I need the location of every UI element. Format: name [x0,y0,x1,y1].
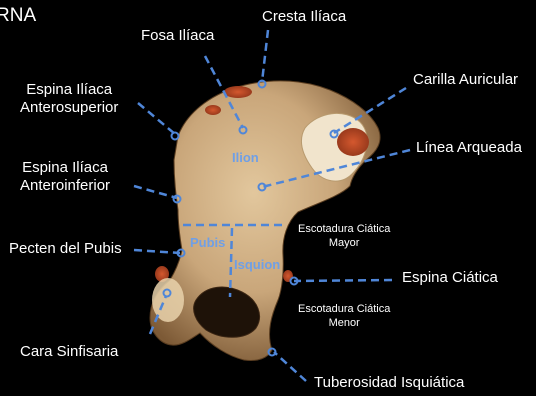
leader-tuber [274,352,306,381]
red-patch [337,128,369,156]
label-line: Espina Ilíaca [20,159,110,177]
label-line: Menor [298,316,390,330]
leader-pecten [134,250,180,253]
label-linea-arqueada: Línea Arqueada [416,139,522,157]
header-title-fragment: RNA [0,7,36,25]
red-patch [205,105,221,115]
label-line: Escotadura Ciática [298,302,390,316]
label-line: Anterosuperior [20,99,118,117]
label-pecten-pubis: Pecten del Pubis [9,240,122,258]
label-cara-sinfisaria: Cara Sinfisaria [20,343,118,361]
region-pubis: Pubis [190,235,225,250]
label-fosa-iliaca: Fosa Ilíaca [141,27,214,45]
label-line: Escotadura Ciática [298,222,390,236]
region-ilion: Ilion [232,150,259,165]
region-isquion: Isquion [234,257,280,272]
leader-antsup [138,103,175,134]
leader-cresta [262,30,268,82]
label-escotadura-mayor: Escotadura Ciática Mayor [298,222,390,250]
label-espina-anterosuperior: Espina Ilíaca Anterosuperior [20,81,118,117]
leader-espina [294,280,392,281]
label-tuberosidad-isquiatica: Tuberosidad Isquiática [314,374,464,392]
leader-antinf [134,186,177,198]
label-carilla-auricular: Carilla Auricular [413,71,518,89]
dot-antsup [172,133,179,140]
label-espina-anteroinferior: Espina Ilíaca Anteroinferior [20,159,110,195]
label-line: Anteroinferior [20,177,110,195]
label-escotadura-menor: Escotadura Ciática Menor [298,302,390,330]
label-line: Espina Ilíaca [20,81,118,99]
label-line: Mayor [298,236,390,250]
red-patch [224,86,252,98]
label-espina-ciatica: Espina Ciática [402,269,498,287]
label-cresta-iliaca: Cresta Ilíaca [262,8,346,26]
